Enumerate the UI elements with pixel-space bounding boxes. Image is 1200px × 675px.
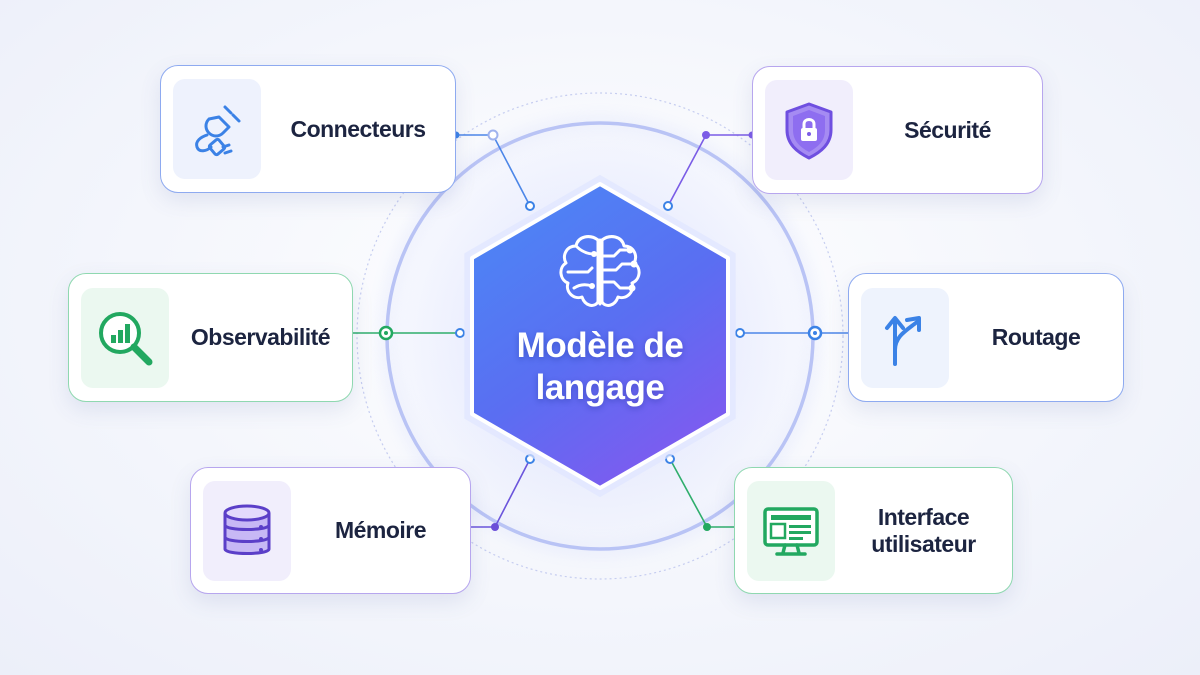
outer-dotted-ring xyxy=(356,92,844,580)
node-label: Routage xyxy=(991,324,1081,351)
database-icon xyxy=(223,504,271,555)
node-label: Interface utilisateur xyxy=(871,504,976,557)
shield-lock-icon xyxy=(785,102,833,160)
brain-circuit-icon xyxy=(559,235,641,307)
node-card-memoire[interactable]: Mémoire xyxy=(190,467,471,594)
core-label: Modèle de langage xyxy=(516,326,684,407)
dot xyxy=(702,131,710,139)
icon-tile xyxy=(81,287,169,388)
node-label: Sécurité xyxy=(904,116,991,143)
dot xyxy=(735,328,745,338)
node-card-observabilite[interactable]: Observabilité xyxy=(68,273,353,402)
dot xyxy=(703,523,711,531)
icon-tile xyxy=(765,80,853,180)
core-hexagon xyxy=(470,182,730,490)
node-card-routage[interactable]: Routage xyxy=(848,273,1124,402)
dot xyxy=(525,201,535,211)
node-card-connecteurs[interactable]: Connecteurs xyxy=(160,65,456,193)
node-label: Connecteurs xyxy=(290,115,426,142)
dot xyxy=(491,523,499,531)
connector-dots xyxy=(378,129,823,531)
node-card-securite[interactable]: Sécurité xyxy=(752,66,1043,194)
node-card-interface[interactable]: Interface utilisateur xyxy=(734,467,1013,594)
chart-magnifier-icon xyxy=(99,311,153,365)
icon-tile xyxy=(203,480,291,581)
dot xyxy=(455,328,465,338)
dot xyxy=(663,201,673,211)
icon-tile xyxy=(173,79,261,179)
plug-icon xyxy=(195,105,241,157)
icon-tile xyxy=(861,287,949,388)
route-split-arrows-icon xyxy=(885,315,921,366)
node-label: Observabilité xyxy=(190,324,331,351)
dot xyxy=(384,331,388,335)
monitor-ui-icon xyxy=(763,506,819,556)
dot xyxy=(813,331,817,335)
dot xyxy=(487,129,499,141)
node-label: Mémoire xyxy=(334,517,427,544)
icon-tile xyxy=(747,480,835,581)
